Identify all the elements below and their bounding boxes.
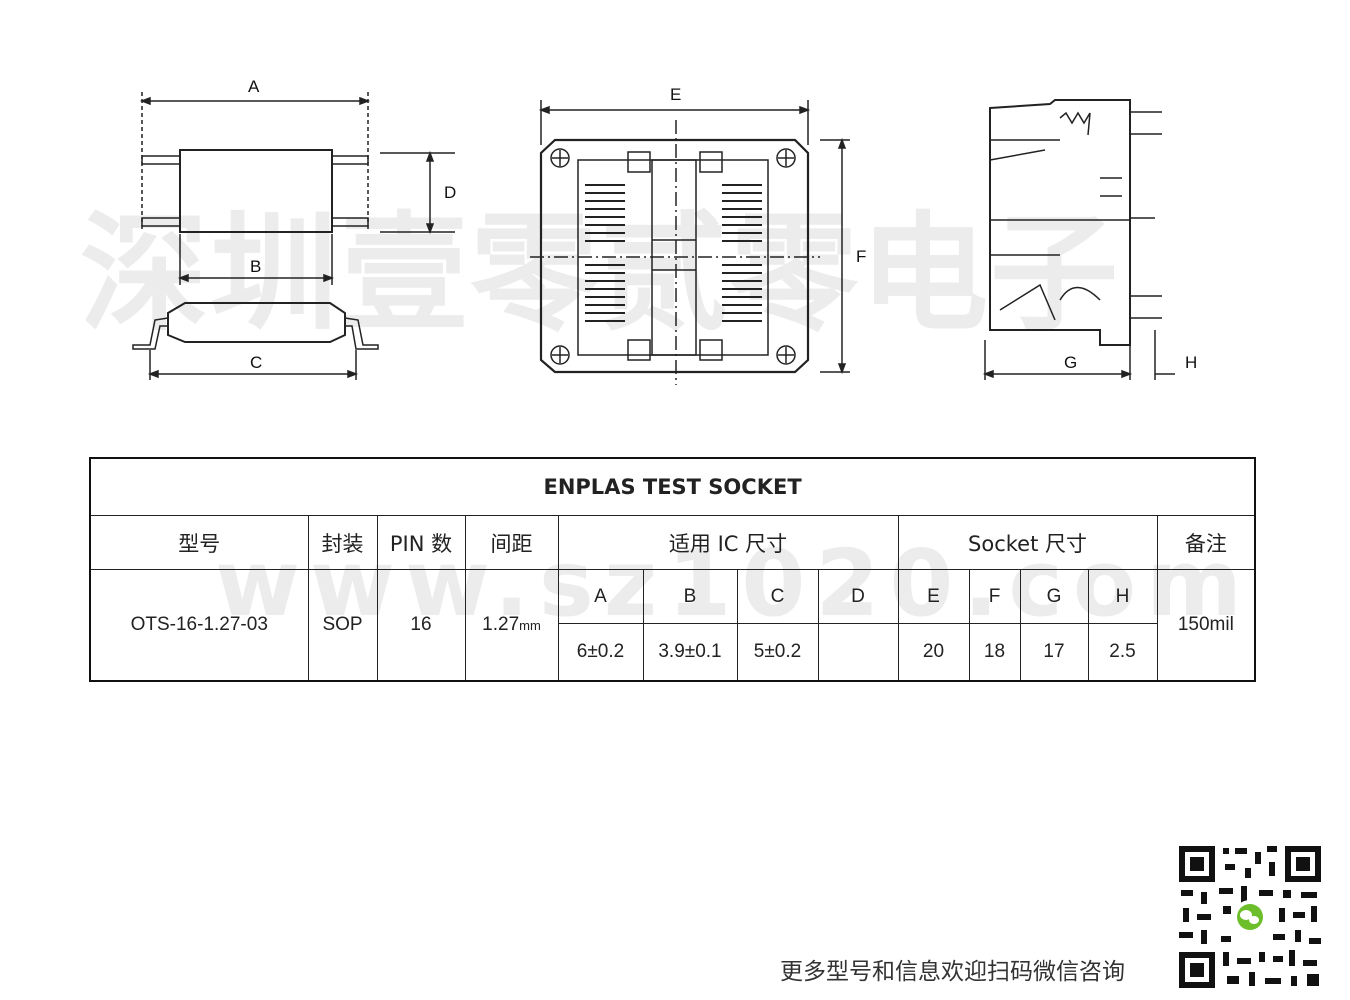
socket-dim-g: G — [1019, 569, 1089, 624]
table-title: ENPLAS TEST SOCKET — [89, 457, 1256, 516]
socket-contacts-right — [722, 184, 762, 322]
header-socket-size: Socket 尺寸 — [897, 515, 1158, 570]
dim-label-a: A — [248, 77, 260, 96]
socket-value-g: 17 — [1019, 623, 1089, 682]
cell-package: SOP — [307, 569, 378, 682]
dim-label-b: B — [250, 257, 261, 276]
header-pitch: 间距 — [464, 515, 559, 570]
ic-value-d — [817, 623, 899, 682]
wechat-qr-code[interactable] — [1175, 842, 1325, 992]
dim-label-c: C — [250, 353, 262, 372]
ic-value-a: 6±0.2 — [557, 623, 644, 682]
ic-dim-d: D — [817, 569, 899, 624]
dim-label-h: H — [1185, 353, 1197, 372]
header-remark: 备注 — [1156, 515, 1256, 570]
header-ic-size: 适用 IC 尺寸 — [557, 515, 899, 570]
cell-model: OTS-16-1.27-03 — [89, 569, 309, 682]
socket-dim-e: E — [897, 569, 970, 624]
ic-value-b: 3.9±0.1 — [642, 623, 738, 682]
ic-dim-a: A — [557, 569, 644, 624]
socket-side-view — [982, 99, 1175, 380]
pitch-unit: mm — [519, 618, 541, 633]
ic-side-view — [132, 302, 379, 380]
cell-remark: 150mil — [1156, 569, 1256, 682]
ic-value-c: 5±0.2 — [736, 623, 819, 682]
technical-drawing: A B C D E F G H — [132, 77, 1197, 385]
cell-pin-count: 16 — [376, 569, 466, 682]
pitch-value: 1.27 — [482, 614, 520, 635]
socket-dim-f: F — [968, 569, 1021, 624]
socket-contacts-left — [585, 184, 625, 322]
dim-label-g: G — [1064, 353, 1077, 372]
socket-value-h: 2.5 — [1087, 623, 1158, 682]
spec-table: ENPLAS TEST SOCKET 型号 封装 PIN 数 间距 适用 IC … — [89, 457, 1257, 682]
dim-label-e: E — [670, 85, 681, 104]
ic-dim-c: C — [736, 569, 819, 624]
dim-label-d: D — [444, 183, 456, 202]
dim-label-f: F — [856, 247, 866, 266]
ic-top-view — [139, 92, 455, 285]
cell-pitch: 1.27mm — [464, 569, 559, 682]
socket-top-view — [530, 100, 850, 385]
header-model: 型号 — [89, 515, 309, 570]
ic-dim-b: B — [642, 569, 738, 624]
socket-value-f: 18 — [968, 623, 1021, 682]
socket-dim-h: H — [1087, 569, 1158, 624]
socket-value-e: 20 — [897, 623, 970, 682]
footer-contact-text: 更多型号和信息欢迎扫码微信咨询 — [780, 959, 1125, 985]
header-package: 封装 — [307, 515, 378, 570]
header-pin-count: PIN 数 — [376, 515, 466, 570]
